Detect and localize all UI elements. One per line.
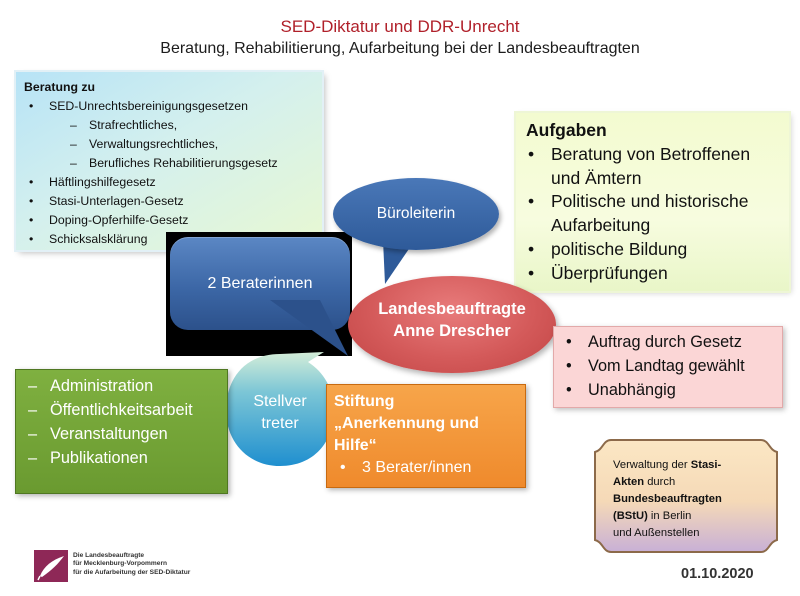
beratung-subitem: Strafrechtliches, — [24, 116, 314, 135]
bstu-box-shape — [594, 439, 778, 553]
aufgaben-box: Aufgaben Beratung von Betroffenen und Äm… — [516, 113, 789, 291]
aufgaben-item: Beratung von Betroffenen und Ämtern — [526, 143, 779, 191]
stiftung-title-2: „Anerkennung und — [334, 415, 479, 432]
stellvertreter-line-1: Stellver — [253, 393, 307, 410]
bstu-text-part: durch — [644, 476, 676, 488]
stiftung-box: Stiftung „Anerkennung und Hilfe“ 3 Berat… — [326, 384, 526, 488]
logo-line-2: für Mecklenburg-Vorpommern — [73, 560, 168, 568]
administration-list: Administration Öffentlichkeitsarbeit Ver… — [22, 374, 221, 470]
title-line-1: SED-Diktatur und DDR-Unrecht — [280, 17, 520, 36]
logo-line-3: für die Aufarbeitung der SED-Diktatur — [73, 568, 191, 576]
beratung-item: Häftlingshilfegesetz — [24, 173, 314, 192]
landesbeauftragte-title: Landesbeauftragte — [378, 300, 526, 318]
auftrag-box: Auftrag durch Gesetz Vom Landtag gewählt… — [553, 326, 783, 408]
bueroleiterin-bubble: Büroleiterin — [333, 178, 499, 250]
auftrag-item: Unabhängig — [562, 378, 774, 402]
date-label: 01.10.2020 — [681, 566, 754, 582]
landesbeauftragte-name: Anne Drescher — [393, 322, 511, 340]
administration-item: Veranstaltungen — [22, 422, 221, 446]
bstu-text-bold: Akten — [613, 476, 645, 488]
stellvertreter-line-2: treter — [261, 415, 299, 432]
administration-item: Öffentlichkeitsarbeit — [22, 398, 221, 422]
stiftung-title-1: Stiftung — [334, 393, 395, 410]
stiftung-title-3: Hilfe“ — [334, 437, 377, 454]
bstu-text-part: und Außenstellen — [613, 527, 700, 539]
beratung-item: Stasi-Unterlagen-Gesetz — [24, 192, 314, 211]
administration-box: Administration Öffentlichkeitsarbeit Ver… — [15, 369, 228, 494]
beratung-subitem: Berufliches Rehabilitierungsgesetz — [24, 154, 314, 173]
beratung-item: Doping-Opferhilfe-Gesetz — [24, 211, 314, 230]
stiftung-item: 3 Berater/innen — [334, 457, 518, 479]
stellvertreter-label: Stellver treter — [232, 391, 328, 435]
aufgaben-list: Beratung von Betroffenen und Ämtern Poli… — [526, 143, 779, 286]
landesbeauftragte-ellipse: Landesbeauftragte Anne Drescher — [348, 276, 556, 373]
bstu-text-bold: Stasi- — [690, 459, 722, 471]
bstu-text-bold: Bundesbeauftragten — [613, 493, 722, 505]
beratung-list: SED-Unrechtsbereinigungsgesetzen Strafre… — [24, 97, 314, 249]
logo-line-1: Die Landesbeauftragte — [73, 552, 145, 559]
aufgaben-item: Politische und historische Aufarbeitung — [526, 190, 779, 238]
logo-icon — [34, 550, 68, 582]
stellvertreter-shape — [226, 352, 334, 466]
logo-leaf-icon — [37, 556, 64, 581]
auftrag-item: Auftrag durch Gesetz — [562, 330, 774, 354]
beratung-item: Schicksalsklärung — [24, 230, 314, 249]
aufgaben-item: Überprüfungen — [526, 262, 779, 286]
title-block: SED-Diktatur und DDR-Unrecht Beratung, R… — [0, 16, 800, 60]
beratung-item: SED-Unrechtsbereinigungsgesetzen — [24, 97, 314, 116]
logo-text: Die Landesbeauftragte für Mecklenburg-Vo… — [73, 552, 190, 577]
title-line-2: Beratung, Rehabilitierung, Aufarbeitung … — [160, 40, 640, 57]
stiftung-list: 3 Berater/innen — [334, 457, 518, 479]
aufgaben-heading: Aufgaben — [526, 120, 607, 140]
bstu-text: Verwaltung der Stasi- Akten durch Bundes… — [613, 457, 763, 542]
aufgaben-item: politische Bildung — [526, 238, 779, 262]
bstu-text-part: in Berlin — [647, 510, 692, 522]
administration-item: Publikationen — [22, 446, 221, 470]
bueroleiterin-bubble-tail — [383, 240, 415, 284]
bstu-text-part: Verwaltung der — [613, 459, 691, 471]
bstu-text-bold: (BStU) — [613, 510, 648, 522]
beratung-box: Beratung zu SED-Unrechtsbereinigungsgese… — [16, 72, 322, 250]
beratung-subitem: Verwaltungsrechtliches, — [24, 135, 314, 154]
administration-item: Administration — [22, 374, 221, 398]
auftrag-item: Vom Landtag gewählt — [562, 354, 774, 378]
auftrag-list: Auftrag durch Gesetz Vom Landtag gewählt… — [562, 330, 774, 402]
beratung-heading: Beratung zu — [24, 80, 96, 94]
beraterinnen-callout-tail — [270, 300, 348, 356]
